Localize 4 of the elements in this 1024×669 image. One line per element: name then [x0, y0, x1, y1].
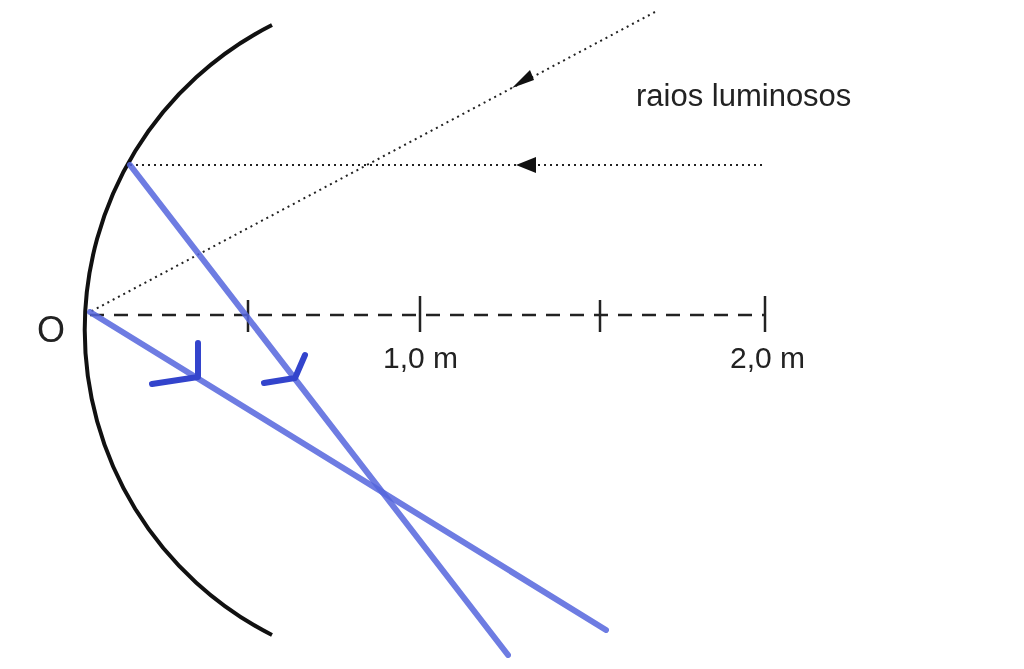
scale-label: 1,0 m — [383, 343, 459, 373]
ray-caption: raios luminosos — [636, 80, 852, 111]
origin-label: O — [37, 312, 65, 348]
scale-label: 2,0 m — [730, 343, 806, 373]
